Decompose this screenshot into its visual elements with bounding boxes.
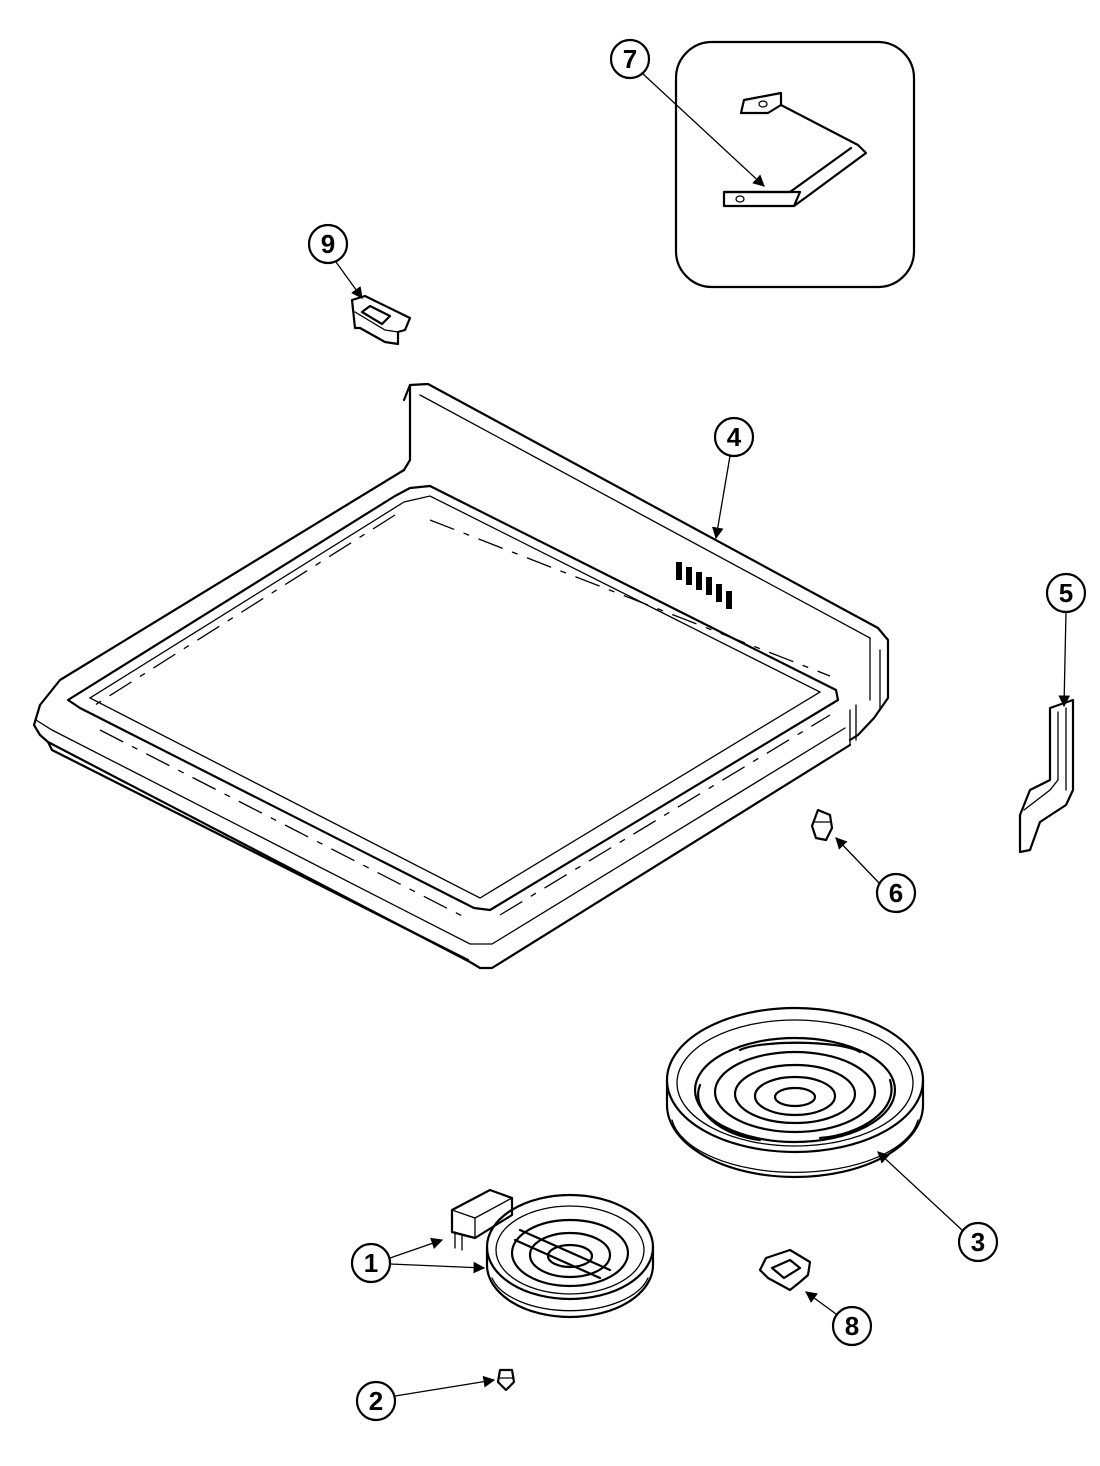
part-7-bracket — [722, 91, 868, 208]
svg-text:7: 7 — [623, 44, 637, 74]
part-5-trim — [1018, 698, 1075, 854]
callout-8: 8 — [805, 1291, 873, 1347]
callout-5: 5 — [1045, 572, 1087, 708]
svg-text:3: 3 — [971, 1227, 985, 1257]
callout-9: 9 — [307, 223, 363, 299]
callout-4: 4 — [712, 416, 755, 540]
svg-text:8: 8 — [845, 1311, 859, 1341]
part-7-inset-box — [674, 40, 916, 289]
svg-text:4: 4 — [727, 422, 742, 452]
part-6-screw — [810, 808, 834, 842]
part-9-clip — [350, 294, 412, 346]
svg-text:1: 1 — [364, 1248, 378, 1278]
callout-6: 6 — [835, 837, 917, 914]
part-2-screw — [496, 1368, 516, 1392]
part-1-small-burner — [450, 1188, 655, 1319]
part-4-cooktop — [32, 382, 890, 970]
svg-text:9: 9 — [321, 229, 335, 259]
callout-2: 2 — [355, 1375, 496, 1422]
svg-text:2: 2 — [369, 1386, 383, 1416]
callout-1: 1 — [350, 1237, 486, 1284]
part-3-large-burner — [665, 1006, 925, 1179]
part-8-clip — [758, 1248, 812, 1292]
svg-text:6: 6 — [889, 878, 903, 908]
callout-3: 3 — [877, 1151, 999, 1263]
svg-text:5: 5 — [1059, 578, 1073, 608]
callout-7: 7 — [609, 38, 765, 187]
